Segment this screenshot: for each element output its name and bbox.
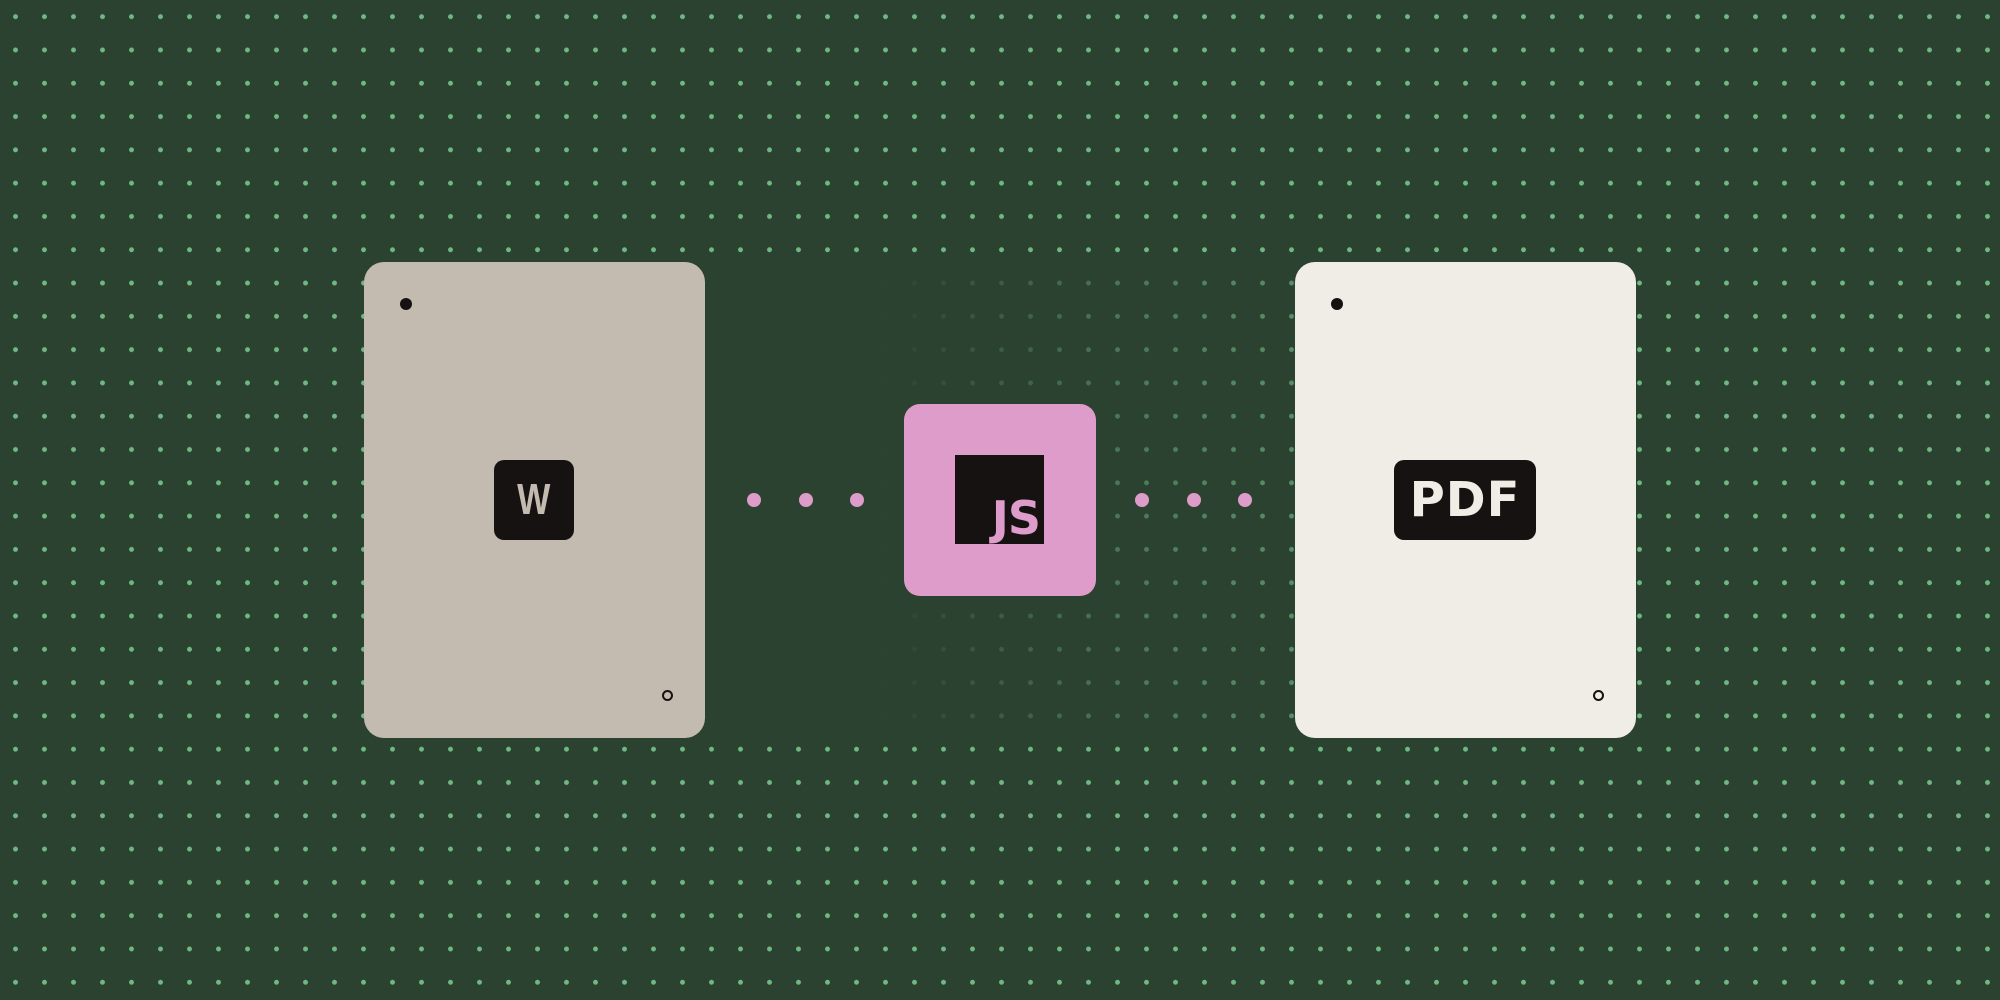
word-document-icon: W [494,460,574,540]
card-corner-dot [400,298,412,310]
connector-dot [1187,493,1201,507]
connector-dot [850,493,864,507]
card-corner-ring [662,690,673,701]
javascript-icon: JS [955,455,1044,544]
word-document-card: W [364,262,705,738]
connector-dot [1135,493,1149,507]
connector-dot [1238,493,1252,507]
pdf-document-card: PDF [1295,262,1636,738]
card-corner-dot [1331,298,1343,310]
pdf-document-icon: PDF [1394,460,1536,540]
js-label: JS [991,491,1041,545]
connector-dot [747,493,761,507]
pdf-badge-label: PDF [1409,472,1521,528]
word-badge-label: W [517,475,551,524]
javascript-converter-tile: JS [904,404,1096,596]
card-corner-ring [1593,690,1604,701]
connector-dot [799,493,813,507]
